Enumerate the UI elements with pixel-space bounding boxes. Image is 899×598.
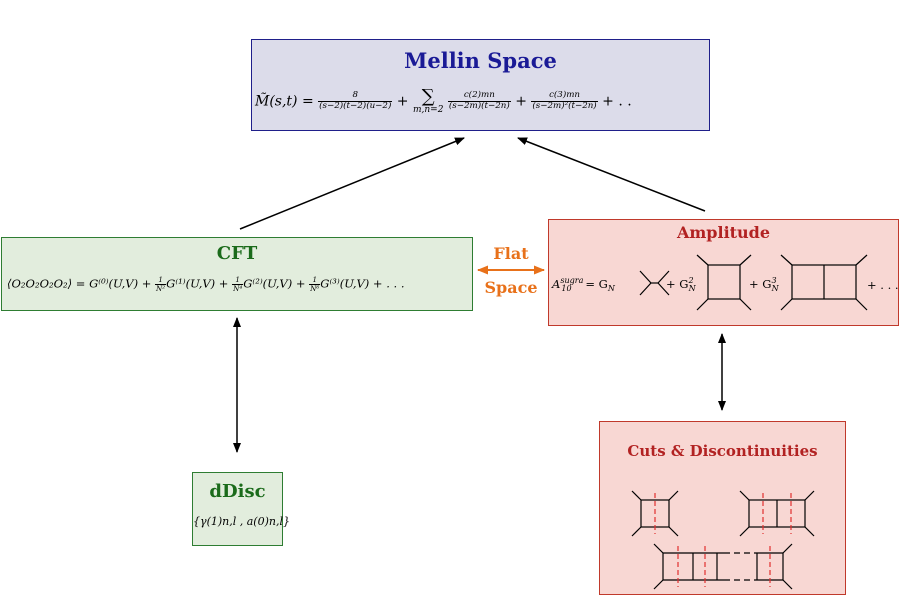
- mellin-term3: c(3)mn(s−2m)²(t−2n): [531, 90, 598, 111]
- amplitude-diagrams: [639, 254, 867, 310]
- cut-ladder-diagram-icon: [653, 543, 792, 589]
- cut-box-diagram-icon: [631, 490, 678, 536]
- amplitude-lhs: Asugra10 = GN: [552, 276, 615, 294]
- amplitude-title: Amplitude: [676, 223, 771, 242]
- mellin-space-box: Mellin Space M̃(s,t) = 8(s−2)(t−2)(u−2) …: [251, 39, 710, 131]
- ddisc-content: {γ(1)n,l , a(0)n,l}: [193, 515, 290, 528]
- amplitude-box: Amplitude Asugra10 = GN + G2N + G3N + . …: [548, 219, 899, 326]
- cft-title: CFT: [216, 243, 258, 264]
- arrow-cft-to-mellin: [239, 137, 465, 230]
- mellin-term2: c(2)mn(s−2m)(t−2n): [447, 90, 511, 111]
- box-diagram-icon: [696, 254, 751, 310]
- ddisc-title: dDisc: [209, 481, 266, 502]
- cut-double-box-diagram-icon: [739, 490, 814, 536]
- cut-lines: [653, 492, 792, 587]
- mellin-lhs: M̃(s,t) =: [255, 93, 314, 110]
- amplitude-term3-coef: + G3N: [749, 276, 779, 294]
- double-box-diagram-icon: [780, 254, 867, 310]
- amplitude-tail: + . . .: [867, 278, 899, 292]
- cuts-title: Cuts & Discontinuities: [627, 442, 818, 460]
- ddisc-box: dDisc {γ(1)n,l , a(0)n,l}: [192, 472, 290, 546]
- cuts-box: Cuts & Discontinuities: [599, 421, 846, 595]
- arrow-amplitude-to-mellin: [517, 137, 706, 212]
- mellin-space-title: Mellin Space: [404, 48, 557, 73]
- space-label: Space: [484, 278, 538, 297]
- amplitude-term2-coef: + G2N: [666, 276, 696, 294]
- mellin-equation: M̃(s,t) = 8(s−2)(t−2)(u−2) + ∑ m,n=2 c(2…: [255, 86, 632, 115]
- flat-label: Flat: [493, 244, 529, 263]
- tree-diagram-icon: [639, 270, 669, 295]
- mellin-sum: ∑ m,n=2: [412, 86, 444, 115]
- mellin-term1: 8(s−2)(t−2)(u−2): [318, 90, 393, 111]
- flat-space-label: Flat Space: [478, 244, 544, 298]
- cut-diagrams: [631, 490, 814, 589]
